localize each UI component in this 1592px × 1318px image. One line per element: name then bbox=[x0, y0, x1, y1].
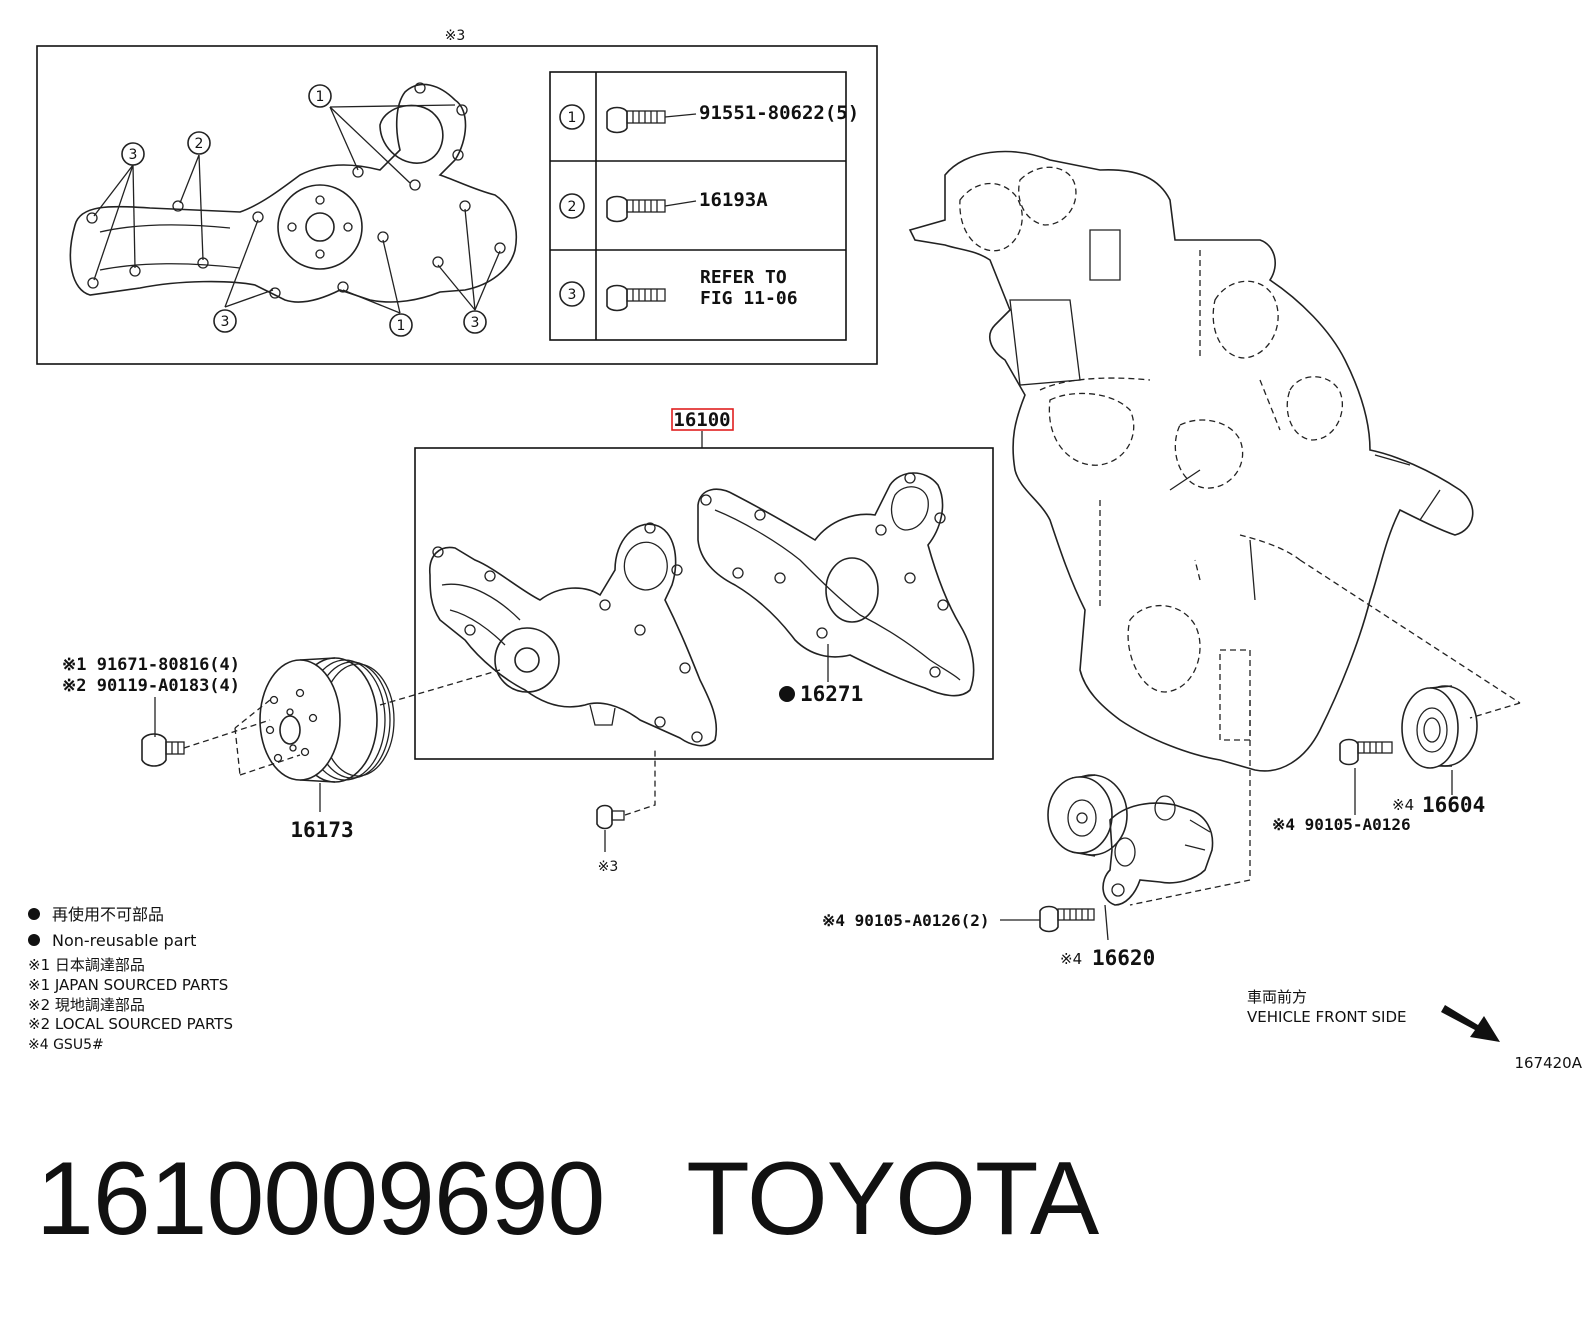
water-pump-body bbox=[429, 522, 718, 747]
bolt-icon bbox=[606, 284, 666, 312]
svg-text:1: 1 bbox=[397, 318, 406, 334]
svg-text:3: 3 bbox=[221, 314, 230, 330]
legend-line6: ※2 LOCAL SOURCED PARTS bbox=[28, 1015, 233, 1033]
inset-callout-2: 2 bbox=[187, 131, 211, 155]
bolt-icon bbox=[606, 106, 697, 134]
pulley-bolt-label-2: ※2 90119-A0183(4) bbox=[62, 676, 240, 696]
svg-text:3: 3 bbox=[568, 287, 577, 303]
front-arrow-icon bbox=[1441, 1005, 1500, 1042]
legend-line5: ※2 現地調達部品 bbox=[28, 996, 145, 1014]
direction-label-jp: 車両前方 bbox=[1247, 988, 1307, 1006]
cover-dashed-connectors bbox=[1129, 559, 1521, 906]
inset-callout-1b: 1 bbox=[389, 313, 413, 337]
legend-line3: ※1 日本調達部品 bbox=[28, 956, 145, 974]
legend-line1: 再使用不可部品 bbox=[52, 905, 164, 924]
tensioner-bolt-label: ※4 90105-A0126(2) bbox=[822, 911, 990, 930]
small-bolt-label: ※3 bbox=[598, 859, 619, 875]
inset-callout-3c: 3 bbox=[463, 310, 487, 334]
pulley-dashed-connectors bbox=[183, 669, 501, 776]
small-bolt-dashed-line bbox=[624, 750, 656, 816]
footer-brand: TOYOTA bbox=[686, 1141, 1099, 1257]
tensioner-prefix: ※4 bbox=[1060, 950, 1082, 968]
bolt-icon bbox=[141, 733, 185, 767]
pulley-bolt-label-1: ※1 91671-80816(4) bbox=[62, 655, 240, 675]
svg-text:1: 1 bbox=[568, 110, 577, 126]
legend-dot bbox=[28, 934, 40, 946]
tensioner bbox=[1047, 774, 1214, 906]
idler-part-number: 16604 bbox=[1422, 793, 1485, 817]
bolt-3-ref-line2: FIG 11-06 bbox=[700, 288, 798, 309]
inset-header: ※3 bbox=[445, 28, 466, 44]
footer-caption: 1610009690 TOYOTA bbox=[36, 1140, 1099, 1259]
bolt-3-ref-line1: REFER TO bbox=[700, 267, 787, 288]
inset-callout-3b: 3 bbox=[213, 309, 237, 333]
pulley bbox=[259, 657, 395, 783]
inset-pump-body bbox=[69, 82, 518, 303]
legend-line7: ※4 GSU5# bbox=[28, 1037, 104, 1053]
non-reusable-dot bbox=[779, 686, 795, 702]
legend-line4: ※1 JAPAN SOURCED PARTS bbox=[28, 976, 228, 994]
svg-text:3: 3 bbox=[471, 315, 480, 331]
assembly-highlight bbox=[671, 408, 734, 431]
tensioner-part-number: 16620 bbox=[1092, 946, 1155, 970]
bolt-icon bbox=[596, 804, 625, 830]
assembly-box bbox=[414, 447, 994, 760]
assembly-part-number: 16100 bbox=[673, 409, 730, 431]
bolt-icon bbox=[1039, 905, 1095, 933]
gasket-part-number: 16271 bbox=[800, 682, 863, 706]
idler-prefix: ※4 bbox=[1392, 796, 1414, 814]
inset-bolt-table: 1 2 3 91551-80622(5) 16193A REFER TO FIG bbox=[549, 71, 859, 341]
pulley-part-number: 16173 bbox=[290, 818, 353, 842]
idler-pulley bbox=[1401, 685, 1478, 769]
inset-box bbox=[36, 45, 878, 365]
legend-dot bbox=[28, 908, 40, 920]
timing-cover bbox=[908, 150, 1474, 772]
inset-leaders bbox=[93, 104, 501, 314]
footer-spacer bbox=[604, 1141, 686, 1257]
bolt-icon bbox=[606, 195, 697, 223]
bolt-2-part-number: 16193A bbox=[699, 189, 768, 211]
legend-line2: Non-reusable part bbox=[52, 931, 196, 950]
bolt-icon bbox=[1339, 738, 1393, 766]
footer-part-number: 1610009690 bbox=[36, 1141, 605, 1257]
inset-callout-3a: 3 bbox=[121, 142, 145, 166]
gasket bbox=[697, 472, 975, 697]
direction-label-en: VEHICLE FRONT SIDE bbox=[1247, 1008, 1407, 1026]
bolt-1-part-number: 91551-80622(5) bbox=[699, 102, 859, 124]
svg-text:3: 3 bbox=[129, 147, 138, 163]
idler-bolt-label: ※4 90105-A0126 bbox=[1272, 815, 1411, 834]
svg-text:1: 1 bbox=[316, 89, 325, 105]
svg-text:2: 2 bbox=[195, 136, 204, 152]
svg-text:2: 2 bbox=[568, 199, 577, 215]
figure-id: 167420A bbox=[1514, 1054, 1582, 1072]
inset-callout-1a: 1 bbox=[308, 84, 332, 108]
